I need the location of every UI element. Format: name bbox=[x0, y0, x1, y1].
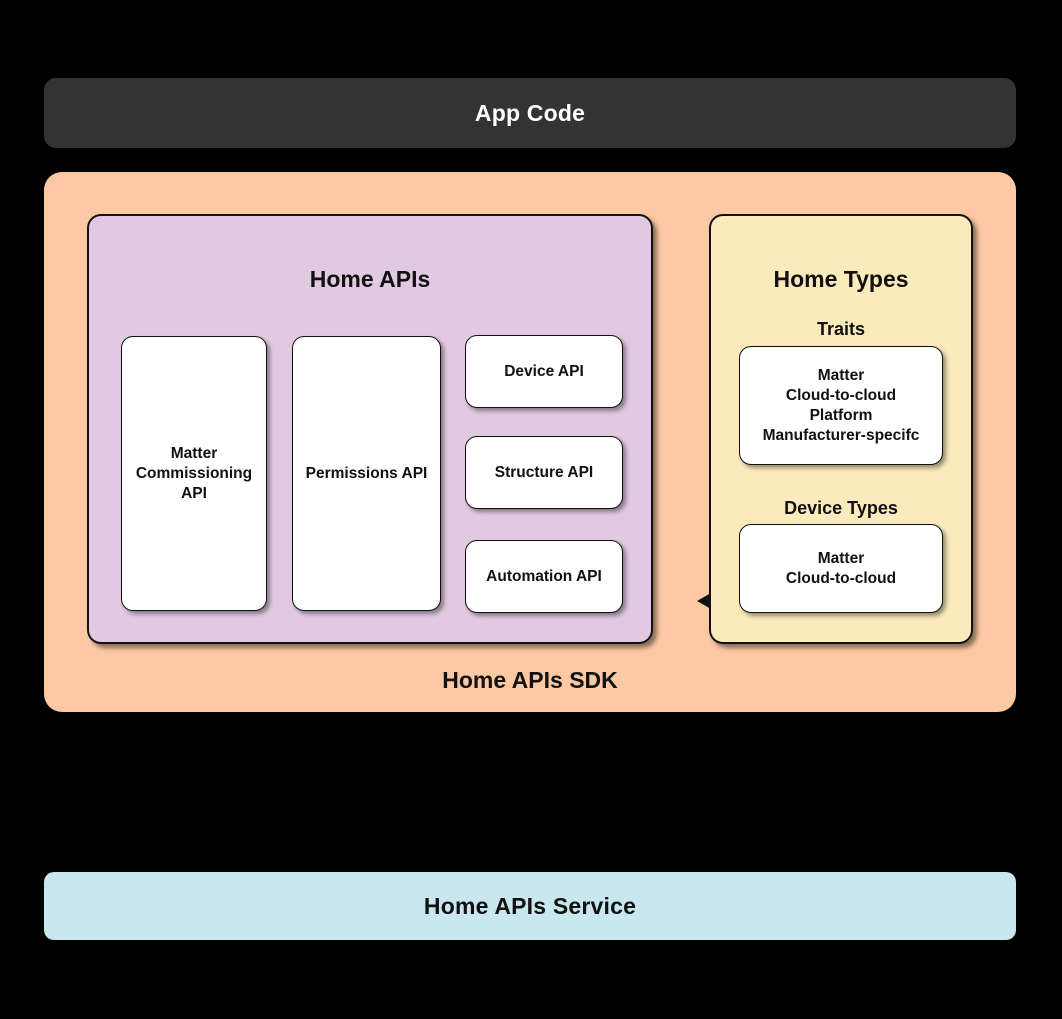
device-type-item: Matter bbox=[817, 549, 865, 567]
permissions-api-card: Permissions API bbox=[292, 336, 441, 611]
home-apis-panel: Home APIs Matter Commissioning API Permi… bbox=[87, 214, 653, 644]
device-types-card: Matter Cloud-to-cloud bbox=[739, 524, 943, 613]
device-types-label: Device Types bbox=[784, 498, 898, 518]
trait-item: Platform bbox=[809, 406, 873, 424]
home-apis-sdk-label: Home APIs SDK bbox=[442, 667, 618, 693]
trait-item: Manufacturer-specifc bbox=[762, 426, 920, 444]
home-apis-sdk-box: Home APIs Matter Commissioning API Permi… bbox=[44, 172, 1016, 712]
device-type-item: Cloud-to-cloud bbox=[785, 569, 897, 587]
matter-commissioning-api-card: Matter Commissioning API bbox=[121, 336, 267, 611]
trait-item: Matter bbox=[817, 366, 865, 384]
app-code-label: App Code bbox=[474, 99, 586, 126]
device-api-card: Device API bbox=[465, 335, 623, 408]
structure-api-card: Structure API bbox=[465, 436, 623, 509]
home-apis-service-label: Home APIs Service bbox=[423, 892, 637, 919]
traits-card: Matter Cloud-to-cloud Platform Manufactu… bbox=[739, 346, 943, 465]
home-apis-title: Home APIs bbox=[309, 266, 431, 292]
home-types-title: Home Types bbox=[773, 266, 909, 292]
app-code-box: App Code bbox=[44, 78, 1016, 148]
traits-label: Traits bbox=[816, 319, 866, 339]
trait-item: Cloud-to-cloud bbox=[785, 386, 897, 404]
home-types-panel: Home Types Traits Matter Cloud-to-cloud … bbox=[709, 214, 973, 644]
automation-api-card: Automation API bbox=[465, 540, 623, 613]
home-apis-service-box: Home APIs Service bbox=[44, 872, 1016, 940]
